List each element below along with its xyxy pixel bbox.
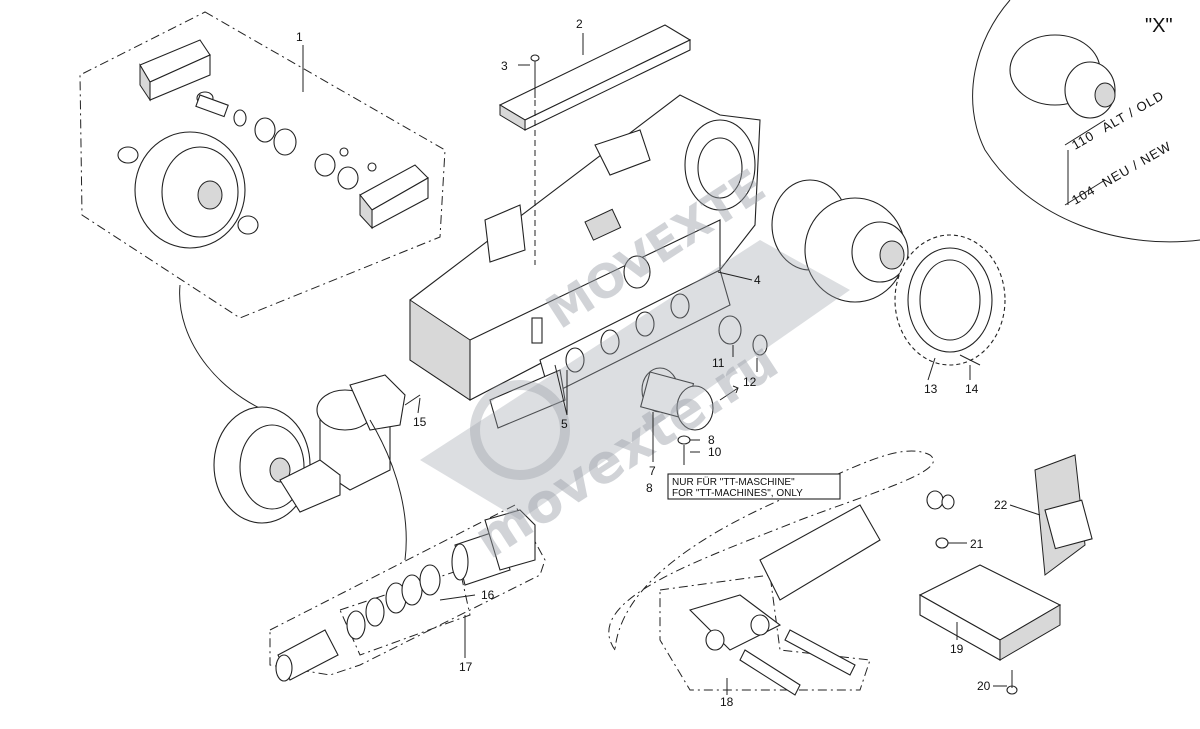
callout-16: 19 [950, 642, 964, 656]
callout-11: 3 [501, 59, 508, 73]
callout-22: 22 [994, 498, 1008, 512]
callout-15: 18 [720, 695, 734, 709]
note-box: NUR FÜR "TT-MASCHINE" FOR "TT-MACHINES",… [667, 473, 841, 500]
part-22-bolt-bag [1034, 454, 1093, 576]
note-line-2: FOR "TT-MACHINES", ONLY [672, 488, 803, 499]
callout-1: 4 [754, 273, 761, 287]
track-frame [409, 94, 761, 429]
callout-20: 12 [743, 375, 757, 389]
callout-3: 7 [649, 464, 656, 478]
callout-8-sprocket: 14 [965, 382, 979, 396]
final-drive-sprocket [771, 179, 1006, 366]
callout-12: 1 [296, 30, 303, 44]
callout-10: 2 [576, 17, 583, 31]
dimension-old-value: 110 [1069, 128, 1097, 153]
idler-wheel-assembled [179, 284, 421, 561]
view-label-x: "X" [1145, 15, 1173, 37]
detail-view-x [972, 0, 1200, 243]
note-line-1: NUR FÜR "TT-MASCHINE" [672, 476, 795, 488]
callout-4: 10 [708, 445, 722, 459]
callout-labels: 1 2 3 4 5 7 8 8 10 11 12 13 14 15 16 17 … [296, 17, 1008, 709]
callout-19: 11 [712, 356, 725, 370]
callout-13: 17 [459, 660, 473, 674]
group-12-idler-assembly [79, 11, 446, 319]
group-13-14-cylinder-seals [269, 504, 546, 682]
group-15-track-links [608, 450, 955, 696]
callout-8-idler: 15 [413, 415, 427, 429]
leader-lines [302, 33, 1041, 695]
part-10-rail [498, 24, 692, 265]
dimension-new-value: 104 [1069, 182, 1098, 207]
callout-21: 8 [646, 481, 653, 495]
callout-7: 13 [924, 382, 938, 396]
dimension-new: 104 NEU / NEW [1069, 138, 1174, 207]
callout-17: 20 [977, 679, 991, 693]
callout-14: 16 [481, 588, 495, 602]
callout-18: 21 [970, 537, 984, 551]
callout-5: 8 [708, 433, 715, 447]
bottom-roller [640, 315, 768, 465]
part-16-track-shoe [918, 537, 1062, 695]
dimension-new-text: NEU / NEW [1099, 138, 1174, 190]
callout-2: 5 [561, 417, 568, 431]
